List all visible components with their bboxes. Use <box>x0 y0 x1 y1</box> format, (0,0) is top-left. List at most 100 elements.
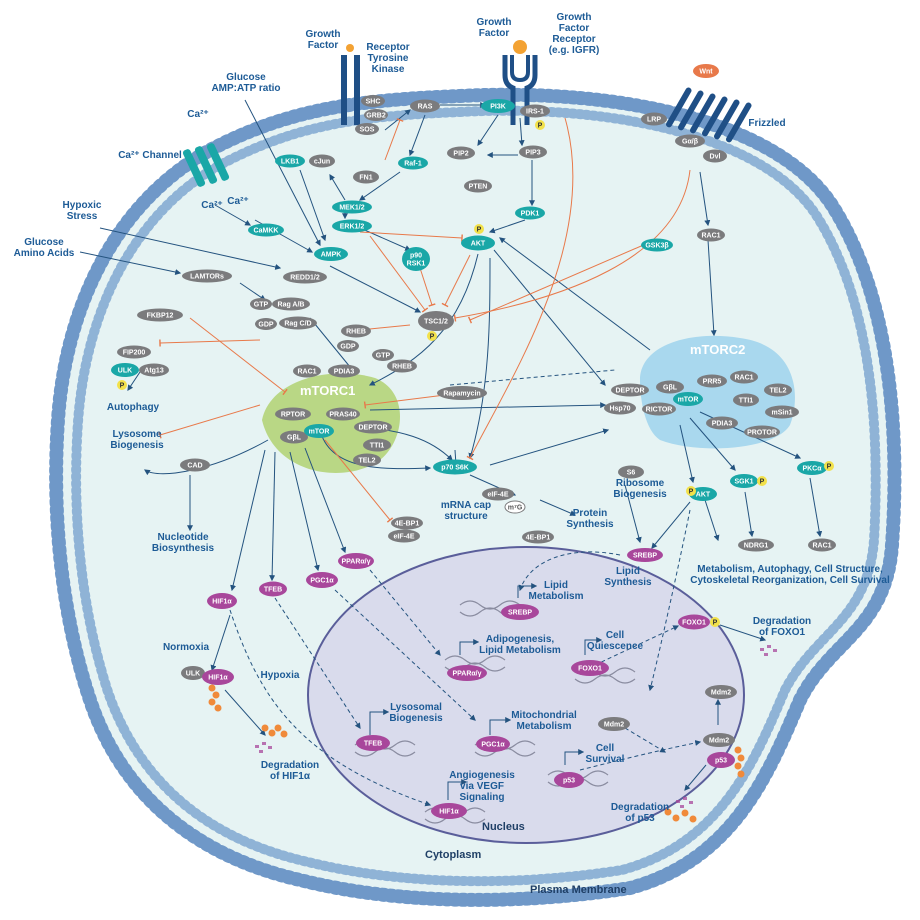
growth-factor-icon <box>346 44 354 52</box>
node-shape <box>515 206 545 220</box>
node-label: RHEB <box>392 364 412 371</box>
node-shape <box>656 380 684 394</box>
node-label: p53 <box>563 778 575 785</box>
node-label: Rapamycin <box>443 391 480 398</box>
phospho-circle <box>117 380 127 390</box>
label-line: Adipogenesis, <box>486 634 555 645</box>
node-shape <box>402 247 430 271</box>
label-line: Metabolism, Autophagy, Cell Structure, <box>697 564 883 575</box>
node-shape <box>705 685 737 699</box>
node-label: FIP200 <box>123 350 146 357</box>
node-gtp-2: GTP <box>372 349 394 361</box>
node-label: cJun <box>314 159 330 166</box>
node-mtor-c2: mTOR <box>673 392 703 406</box>
label-line: Autophagy <box>107 402 160 413</box>
label-line: Biogenesis <box>389 713 443 724</box>
node-label: SGK1 <box>734 479 753 486</box>
node-label: LKB1 <box>281 159 299 166</box>
node-shape <box>554 772 584 788</box>
node-gdp-2: GDP <box>337 340 359 352</box>
node-shape <box>706 416 738 430</box>
label-line: Metabolism <box>528 591 583 602</box>
label-line: Stress <box>67 211 98 222</box>
label-line: Biogenesis <box>613 489 667 500</box>
node-srebp-nuc: SREBP <box>501 604 539 620</box>
node-shc: SHC <box>361 95 385 107</box>
node-shape <box>353 453 381 467</box>
node-shape <box>598 717 630 731</box>
node-shape <box>464 179 492 193</box>
node-tsc12: TSC1/2 <box>418 311 454 331</box>
node-label: GβL <box>287 435 302 442</box>
node-p53-nuc: p53 <box>554 772 584 788</box>
node-fip200: FIP200 <box>117 345 151 359</box>
node-pdia3-c1: PDIA3 <box>328 364 360 378</box>
label-line: Factor <box>479 28 510 39</box>
node-lrp: LRP <box>641 112 667 126</box>
node-shape <box>117 345 151 359</box>
node-foxo1-nuc: FOXO1 <box>571 660 609 676</box>
node-shape <box>675 134 705 148</box>
label-line: Survival <box>586 754 625 765</box>
mtorc2-title: mTORC2 <box>690 342 745 357</box>
label-line: Kinase <box>372 64 405 75</box>
node-shape <box>326 407 360 421</box>
phospho-label: P <box>827 464 832 471</box>
node-label: RAC1 <box>812 543 831 550</box>
node-hif1a-norm: HIF1α <box>202 669 234 685</box>
cytoplasm-label: Cytoplasm <box>425 849 481 861</box>
node-label: PDIA3 <box>334 369 355 376</box>
node-shape <box>707 752 735 768</box>
label-normoxia: Normoxia <box>163 642 210 653</box>
node-pip3: PIP3 <box>519 145 547 159</box>
node-label: Raf-1 <box>404 161 422 168</box>
node-label: PIP2 <box>453 151 468 158</box>
phospho-label: P <box>430 334 435 341</box>
node-shape <box>137 308 183 322</box>
node-shape <box>733 393 759 407</box>
label-ca2-top: Ca²⁺ <box>187 109 208 120</box>
node-label: CAD <box>187 463 202 470</box>
node-shape <box>764 383 792 397</box>
node-label: Mdm2 <box>709 738 729 745</box>
node-label: S6 <box>627 470 636 477</box>
phospho-circle <box>535 120 545 130</box>
node-rac1-c1: RAC1 <box>293 364 321 378</box>
label-line: Frizzled <box>748 118 785 129</box>
node-label: mSin1 <box>771 410 792 417</box>
label-line: Ca²⁺ <box>201 200 222 211</box>
node-shape <box>248 223 284 237</box>
label-line: Protein <box>573 508 607 519</box>
growth-factor-ligand-icon <box>513 40 527 54</box>
node-label: REDD1/2 <box>290 275 320 282</box>
node-label: LRP <box>647 117 661 124</box>
node-mtor-c1: mTOR <box>304 424 334 438</box>
label-line: Signaling <box>460 792 505 803</box>
mtorc1-title: mTORC1 <box>300 383 355 398</box>
node-pgc1a-cyto: PGC1α <box>306 572 338 588</box>
node-label: Rag C/D <box>284 321 311 328</box>
node-label: MEK1/2 <box>339 205 364 212</box>
node-shape <box>520 104 550 118</box>
node-gsk3b: GSK3β <box>641 238 673 252</box>
label-line: Synthesis <box>604 577 652 588</box>
plasma-membrane-label: Plasma Membrane <box>530 884 627 896</box>
node-label: mTOR <box>678 397 699 404</box>
node-pi3k: PI3K <box>481 99 515 113</box>
node-shape <box>255 318 277 330</box>
node-label: p90 <box>410 253 422 260</box>
node-tfeb-cyto: TFEB <box>259 581 287 597</box>
node-shape <box>182 269 232 283</box>
node-akt-c2: AKT <box>689 487 717 501</box>
node-label: SREBP <box>508 610 532 617</box>
label-line: mRNA cap <box>441 500 491 511</box>
node-m7g: m⁷G <box>504 500 526 514</box>
